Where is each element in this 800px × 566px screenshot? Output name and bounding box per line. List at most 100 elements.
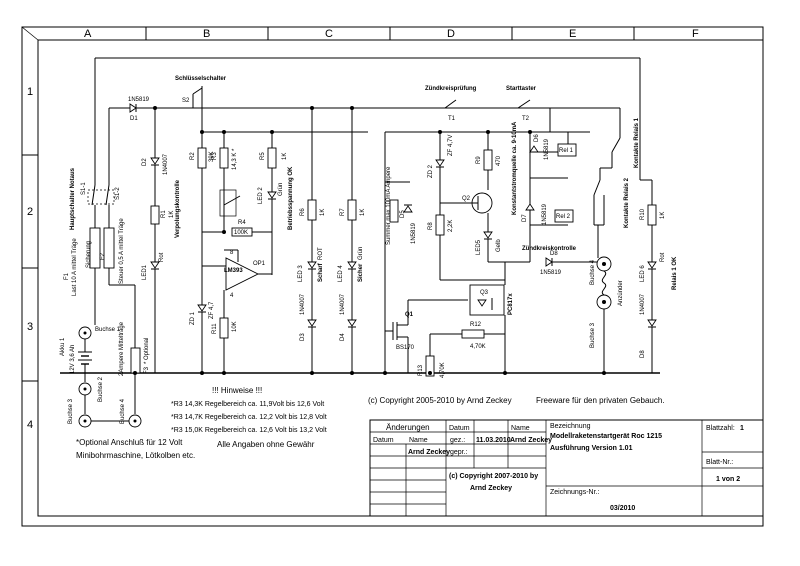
sheet-number-label: Blatt-Nr.: [706, 459, 733, 466]
fuse-label: Sicherung [86, 241, 92, 268]
drawn-label: gez.: [450, 437, 465, 444]
status-leds: R6 1K LED 3 ROT Scharf D3 1N4007 R7 1K L… [298, 108, 366, 373]
main-switch: Hauptschalter Notaus S1-1 S1-2 [70, 108, 121, 230]
sheet-number-value: 1 von 2 [716, 476, 740, 483]
pin8-label: 8 [230, 250, 234, 256]
date-label: Datum [373, 437, 394, 444]
d8-top-label: D8 [550, 251, 558, 257]
battery: Buchse 1 Akku 1 12V 3,6 Ah Buchse 2 2Amp… [60, 321, 150, 402]
optional-note-2: Minibohrmaschine, Lötkolben etc. [76, 451, 195, 460]
ampere-label: 2Ampere Mittelträge [119, 321, 125, 376]
lm393-label: LM393 [224, 268, 243, 274]
d2-type: 1N4007 [163, 153, 169, 175]
row-label: 1 [27, 86, 33, 98]
row-label: 4 [27, 419, 33, 431]
q3-label: Q3 [480, 290, 489, 296]
d7-type: 1N5819 [542, 203, 548, 225]
led2-color: Grün [278, 183, 284, 196]
op1-label: OP1 [253, 261, 266, 267]
d4-label: D4 [340, 333, 346, 341]
d3-label: D3 [300, 333, 306, 341]
ignition-check-label: Zündkreisprüfung [425, 86, 477, 92]
r3-value: 14,3 K * [232, 148, 238, 170]
buchse3-label: Buchse 3 [68, 398, 74, 424]
key-switch-label: Schlüsselschalter [175, 76, 227, 82]
r2-value: 39K [209, 151, 215, 162]
d1-label: D1 [130, 116, 138, 122]
sockets-bottom: Buchse 3 Buchse 4 [68, 373, 142, 428]
r10-value: 1K [660, 212, 666, 219]
hints-title: !!! Hinweise !!! [212, 386, 262, 395]
buchse2-label: Buchse 2 [98, 376, 104, 402]
relay-ok-label: Relais 1 OK [672, 256, 678, 290]
buchse3-right-label: Buchse 3 [590, 322, 596, 348]
buchse1-label: Buchse 1 [95, 327, 121, 333]
d7-label: D7 [522, 214, 528, 222]
d5-label: D5 [400, 210, 406, 218]
r1-label: R1 [161, 210, 167, 218]
title-line-1: Modellraketenstartgerät Roc 1215 [550, 433, 662, 440]
r5-value: 1K [282, 153, 288, 160]
f3-note: * Optional [144, 338, 150, 364]
f3-label: F3 [144, 366, 150, 374]
led4-label: LED 4 [338, 265, 344, 282]
igniter-label: Anzünder [618, 280, 624, 306]
led6-label: LED 6 [640, 265, 646, 282]
f1-label: F1 [64, 272, 70, 280]
zd2-value: ZF 4,7V [448, 135, 454, 156]
freeware-note: Freeware für den privaten Gebauch. [536, 396, 665, 405]
date-header: Datum [449, 425, 470, 432]
led3-color: ROT [318, 247, 324, 260]
s1-2-label: S1-2 [115, 187, 121, 200]
column-label: E [569, 28, 576, 40]
f2-label: F2 [100, 252, 106, 260]
buchse4-label: Buchse 4 [590, 259, 596, 285]
r4-label: R4 [238, 220, 246, 226]
t1-label: T1 [448, 116, 456, 122]
current-source-label: Konstantstromquelle ca. 9-10mA [512, 121, 518, 215]
copyright-note: (c) Copyright 2005-2010 by Arnd Zeckey [368, 396, 512, 405]
disclaimer: Alle Angaben ohne Gewähr [217, 440, 315, 449]
led6-color: Rot [660, 252, 666, 262]
comparator-section: R2 39K R3 14,3 K * R4 100K R5 1K LED 2 G… [190, 132, 294, 373]
row-label: 2 [27, 206, 33, 218]
rel1-label: Rel 1 [559, 148, 574, 154]
polarity-check: 1N5819 D1 D2 1N4007 R1 1K LED1 Rot Verpo… [120, 97, 181, 373]
r11-label: R11 [212, 323, 218, 334]
buchse4-bottom-label: Buchse 4 [120, 398, 126, 424]
column-label: B [203, 28, 210, 40]
name-label: Name [409, 437, 428, 444]
r6-label: R6 [300, 208, 306, 216]
d6-type: 1N5819 [544, 138, 550, 160]
title-line-2: Ausführung Version 1.01 [550, 445, 633, 452]
r9-value: 470 [496, 155, 502, 166]
r4-value: 100K [234, 230, 248, 236]
row-headers: 1 2 3 4 [27, 86, 33, 431]
d8-label: D8 [640, 350, 646, 358]
led3-label: LED 3 [298, 265, 304, 282]
akku-spec: 12V 3,6 Ah [70, 345, 76, 374]
d3-type: 1N4007 [300, 293, 306, 315]
d2-label: D2 [142, 158, 148, 166]
led5-label: LED5 [476, 239, 482, 255]
q2-label: Q2 [462, 196, 471, 202]
hint-3: *R3 15,0K Regelbereich ca. 12,6 Volt bis… [171, 427, 327, 434]
column-label: D [447, 28, 455, 40]
ignition-control-label: Zündkreiskontrolle [522, 246, 577, 252]
pc817-label: PC817x [508, 293, 514, 315]
d8-top-type: 1N5819 [540, 270, 562, 276]
r13-label: R13 [418, 364, 424, 376]
sheet-count-label: Blattzahl: [706, 425, 735, 432]
r10-label: R10 [640, 208, 646, 220]
junction-dots [133, 106, 606, 375]
d6-label: D6 [534, 134, 540, 142]
drawing-number-value: 03/2010 [610, 505, 635, 512]
led4-color: Grün [358, 247, 364, 260]
optional-note-1: *Optional Anschluß für 12 Volt [76, 438, 183, 447]
changes-header: Änderungen [386, 423, 430, 432]
f1-desc: Last 10 A mittel Träge [72, 238, 78, 296]
column-label: C [325, 28, 333, 40]
led1-label: LED1 [142, 264, 148, 280]
zd1-value: ZF 4,7 [209, 301, 215, 319]
led4-desc: Sicher [358, 263, 364, 282]
